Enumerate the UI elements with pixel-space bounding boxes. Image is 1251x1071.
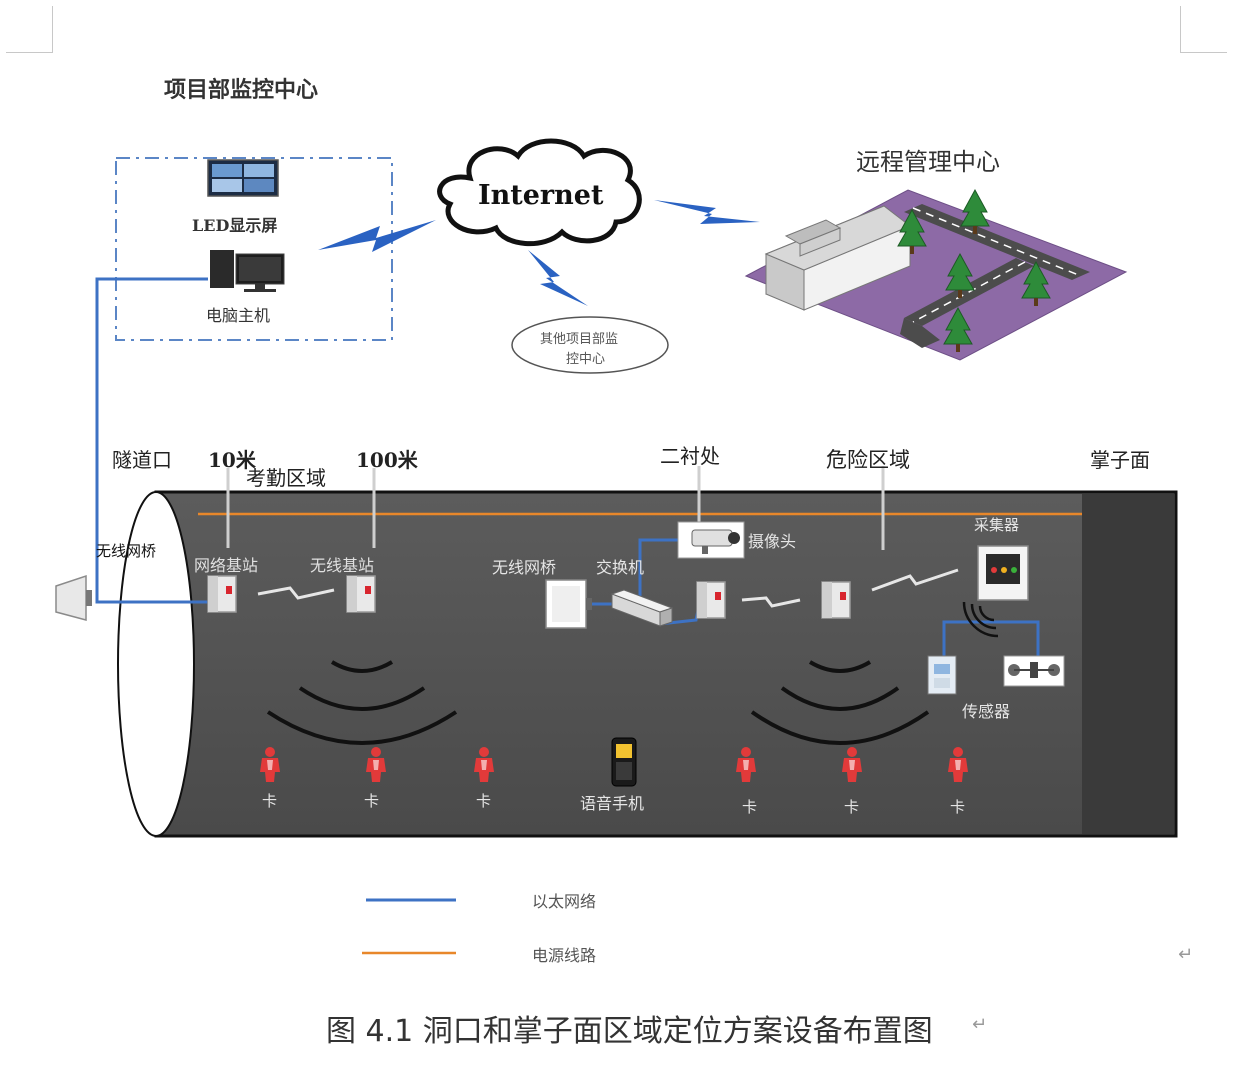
remote-center-title: 远程管理中心 bbox=[856, 148, 1000, 176]
wireless-base-station-label: 无线基站 bbox=[310, 556, 375, 575]
tunnel-face-label: 掌子面 bbox=[1090, 448, 1150, 472]
led-screen-icon bbox=[207, 159, 279, 197]
card-label-6: 卡 bbox=[950, 798, 966, 816]
wireless-bridge-inner-label: 无线网桥 bbox=[492, 558, 557, 577]
voice-phone-icon bbox=[611, 737, 637, 787]
card-label-4: 卡 bbox=[742, 798, 758, 816]
ethernet-line-camera bbox=[638, 538, 688, 600]
other-center-ellipse bbox=[511, 316, 669, 374]
card-label-2: 卡 bbox=[364, 792, 380, 810]
tunnel-entrance-opening bbox=[117, 491, 195, 837]
voice-phone-label: 语音手机 bbox=[580, 794, 645, 813]
marker-100m-label: 100米 bbox=[356, 448, 418, 472]
corner-mark-top-left bbox=[6, 6, 53, 53]
collector-icon bbox=[977, 545, 1029, 601]
tunnel-entrance-label: 隧道口 bbox=[112, 448, 172, 472]
collector-label: 采集器 bbox=[974, 516, 1020, 534]
attendance-area-label: 考勤区域 bbox=[246, 466, 326, 490]
sensor-icon-1 bbox=[927, 655, 957, 695]
wireless-base-station-icon bbox=[346, 575, 376, 613]
wireless-link-icon-3 bbox=[871, 568, 959, 592]
ethernet-line-sensors-2 bbox=[1000, 620, 1040, 660]
marker-10m-label: 10米 bbox=[208, 448, 256, 472]
signal-wave-icon-right bbox=[750, 660, 930, 745]
sensor-label: 传感器 bbox=[962, 702, 1011, 721]
wireless-link-icon-1 bbox=[257, 586, 335, 600]
camera-label: 摄像头 bbox=[748, 532, 797, 551]
figure-caption: 图 4.1 洞口和掌子面区域定位方案设备布置图 bbox=[326, 1014, 933, 1049]
other-center-label-line1: 其他项目部监 bbox=[540, 332, 619, 347]
collector-signal-icon bbox=[962, 601, 999, 638]
switch-icon bbox=[610, 589, 674, 627]
wireless-bridge-inner-icon bbox=[545, 579, 592, 629]
return-mark-caption: ↵ bbox=[972, 1014, 988, 1035]
wireless-link-icon-down bbox=[528, 250, 588, 306]
return-mark-legend: ↵ bbox=[1178, 944, 1194, 965]
internet-cloud-icon bbox=[437, 138, 642, 247]
card-label-1: 卡 bbox=[262, 792, 278, 810]
base-station-icon-4 bbox=[821, 581, 851, 619]
switch-label: 交换机 bbox=[596, 558, 645, 577]
remote-center-illustration bbox=[744, 189, 1128, 361]
corner-mark-top-right bbox=[1180, 6, 1227, 53]
card-label-5: 卡 bbox=[844, 798, 860, 816]
base-station-icon-3 bbox=[696, 581, 726, 619]
signal-wave-icon-left bbox=[266, 660, 458, 745]
wireless-link-icon-right bbox=[654, 200, 760, 224]
wireless-link-icon-2 bbox=[741, 596, 801, 608]
monitor-center-title: 项目部监控中心 bbox=[164, 77, 319, 103]
danger-area-label: 危险区域 bbox=[826, 448, 910, 472]
computer-host-icon bbox=[210, 250, 285, 292]
wireless-link-icon-left bbox=[318, 220, 436, 252]
other-center-label-line2: 控中心 bbox=[566, 352, 606, 367]
monitor-center-box bbox=[115, 157, 393, 341]
lining-label: 二衬处 bbox=[660, 444, 720, 468]
legend-ethernet-label: 以太网络 bbox=[532, 892, 597, 911]
legend-power-label: 电源线路 bbox=[532, 946, 597, 965]
led-screen-label: LED显示屏 bbox=[192, 216, 278, 235]
sensor-icon-2 bbox=[1003, 655, 1065, 687]
network-base-station-icon bbox=[207, 575, 237, 613]
computer-host-label: 电脑主机 bbox=[206, 306, 271, 325]
wireless-bridge-outer-icon bbox=[55, 574, 92, 621]
internet-label: Internet bbox=[478, 180, 604, 211]
ethernet-line-main bbox=[95, 277, 208, 604]
network-base-station-label: 网络基站 bbox=[194, 556, 259, 575]
card-label-3: 卡 bbox=[476, 792, 492, 810]
camera-icon bbox=[677, 521, 745, 559]
wireless-bridge-outer-label: 无线网桥 bbox=[96, 542, 157, 560]
tunnel-face-block bbox=[1082, 494, 1174, 834]
